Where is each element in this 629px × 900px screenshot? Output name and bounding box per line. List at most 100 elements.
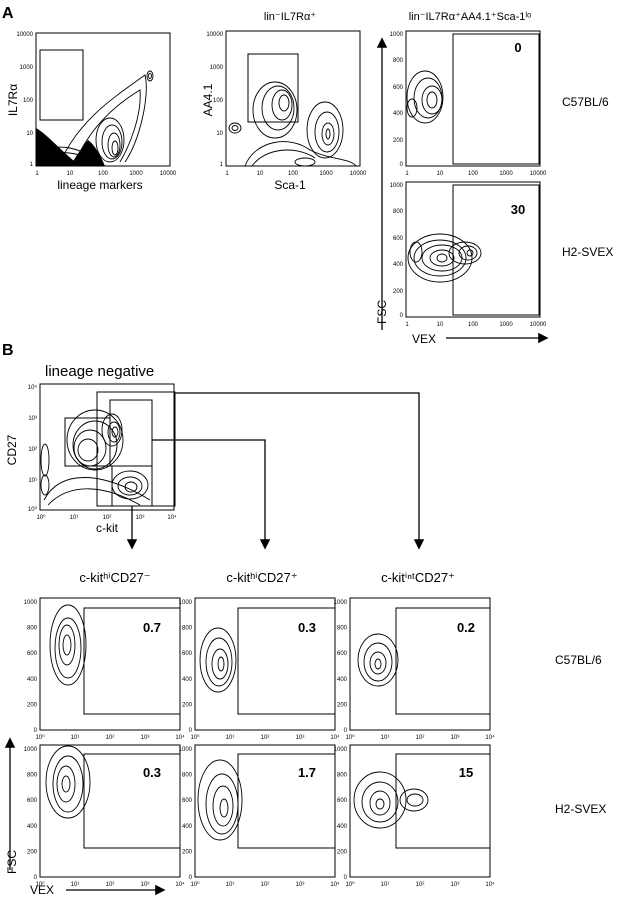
- tick-label-x: 10³: [296, 882, 305, 888]
- tick-label-y: 800: [337, 626, 348, 632]
- svg-text:10: 10: [67, 171, 74, 177]
- gate-connector-arrows: [126, 392, 425, 550]
- tick-label-x: 10³: [451, 735, 460, 741]
- svg-text:1000: 1000: [390, 32, 404, 38]
- panel-a-fsc-label: FSC: [375, 300, 389, 324]
- tick-label-y: 0: [189, 875, 193, 881]
- tick-label-y: 200: [182, 702, 193, 708]
- svg-text:200: 200: [393, 138, 404, 144]
- svg-text:0: 0: [400, 162, 404, 168]
- svg-text:1: 1: [405, 322, 409, 328]
- svg-text:800: 800: [393, 209, 404, 215]
- svg-text:1000: 1000: [499, 322, 513, 328]
- tick-label-x: 10²: [416, 882, 425, 888]
- tick-label-x: 10²: [416, 735, 425, 741]
- tick-label-x: 10⁰: [35, 881, 45, 888]
- gate-ckit-hi-cd27-pos: [109, 399, 153, 467]
- svg-text:1: 1: [225, 171, 229, 177]
- plot-a1-xlabel: lineage markers: [57, 178, 142, 192]
- tick-label-y: 400: [27, 677, 38, 683]
- tick-label-y: 800: [27, 773, 38, 779]
- tick-label-y: 600: [27, 798, 38, 804]
- tick-label-x: 10³: [296, 735, 305, 741]
- svg-text:10: 10: [216, 131, 223, 137]
- tick-label-x: 10²: [261, 735, 270, 741]
- svg-text:10000: 10000: [350, 171, 367, 177]
- svg-text:1: 1: [35, 171, 39, 177]
- tick-label-x: 10⁴: [485, 734, 495, 741]
- svg-text:1000: 1000: [210, 65, 224, 71]
- svg-text:10000: 10000: [530, 171, 547, 177]
- tick-label-x: 10¹: [381, 882, 390, 888]
- svg-text:100: 100: [288, 171, 299, 177]
- col1-title: c-kitʰⁱCD27⁻: [79, 570, 150, 585]
- tick-label-x: 10²: [261, 882, 270, 888]
- tick-label-y: 400: [182, 677, 193, 683]
- tick-label-x: 10³: [141, 735, 150, 741]
- tick-label-y: 600: [182, 798, 193, 804]
- svg-text:10000: 10000: [160, 171, 177, 177]
- svg-text:400: 400: [393, 262, 404, 268]
- col3-title: c-kitⁱⁿᵗCD27⁺: [381, 570, 455, 585]
- svg-text:400: 400: [393, 111, 404, 117]
- tick-label-x: 10¹: [71, 882, 80, 888]
- tick-label-y: 200: [182, 849, 193, 855]
- col1-top-value: 0.7: [143, 620, 161, 635]
- tick-label-y: 1000: [179, 600, 193, 606]
- gate-vex-pos-a-bottom: [452, 184, 540, 316]
- tick-label-y: 0: [34, 875, 38, 881]
- plot-b-xlabel: c-kit: [96, 521, 119, 535]
- svg-text:10⁰: 10⁰: [28, 506, 38, 513]
- tick-label-y: 400: [27, 824, 38, 830]
- tick-label-y: 600: [27, 651, 38, 657]
- plot-aa41-vs-sca1: lin⁻IL7Rα⁺ 10000 1000 100 10 1 1: [201, 11, 367, 192]
- tick-label-y: 0: [344, 728, 348, 734]
- gate-vex-pos-a-top: [452, 33, 540, 165]
- tick-label-x: 10⁰: [345, 734, 355, 741]
- tick-label-x: 10²: [106, 882, 115, 888]
- svg-text:10²: 10²: [28, 447, 37, 453]
- svg-text:10²: 10²: [103, 515, 112, 521]
- panel-b-fsc-label: FSC: [5, 850, 19, 874]
- tick-label-y: 800: [182, 626, 193, 632]
- col2-top-value: 0.3: [298, 620, 316, 635]
- gate-il7ra-pos: [39, 49, 84, 121]
- panel-b-tick-labels: 0 200 400 600 800 1000 10⁰ 10¹ 10² 10³ 10⁴ 0 200 400 6…: [24, 600, 495, 888]
- plot-b-r1-c2: 0.3: [194, 597, 336, 731]
- tick-label-y: 800: [337, 773, 348, 779]
- col1-bottom-value: 0.3: [143, 765, 161, 780]
- svg-text:10000: 10000: [16, 32, 33, 38]
- svg-text:10000: 10000: [530, 322, 547, 328]
- panel-b-vex-label: VEX: [30, 883, 54, 897]
- panel-b-gate-title: lineage negative: [45, 363, 154, 380]
- plot-a2-title: lin⁻IL7Rα⁺: [264, 11, 316, 23]
- svg-text:1000: 1000: [129, 171, 143, 177]
- plot-a2-xlabel: Sca-1: [274, 178, 306, 192]
- col2-bottom-value: 1.7: [298, 765, 316, 780]
- plot-a2-xticks: 1 10 100 1000 10000: [225, 171, 367, 177]
- svg-text:1000: 1000: [499, 171, 513, 177]
- plot-a1-dense-region: [36, 128, 80, 166]
- panel-b-label: B: [2, 342, 14, 359]
- tick-label-x: 10¹: [381, 735, 390, 741]
- plot-a3-bottom: 30 1000 800 600 400 200 0 1 10 100 1000 …: [390, 181, 547, 328]
- plot-a3-top: 0 1000 800 600 400 200 0 1 10 100 1000 1…: [390, 30, 547, 177]
- svg-text:1000: 1000: [390, 183, 404, 189]
- svg-text:1: 1: [220, 162, 224, 168]
- tick-label-y: 200: [27, 702, 38, 708]
- tick-label-x: 10⁴: [175, 734, 185, 741]
- svg-text:0: 0: [400, 313, 404, 319]
- svg-text:600: 600: [393, 236, 404, 242]
- tick-label-y: 1000: [24, 600, 38, 606]
- tick-label-x: 10¹: [226, 735, 235, 741]
- panel-b-strain-top: C57BL/6: [555, 653, 602, 667]
- tick-label-x: 10³: [451, 882, 460, 888]
- panel-a-vex-label: VEX: [412, 332, 436, 346]
- svg-text:10¹: 10¹: [70, 515, 79, 521]
- svg-text:1000: 1000: [20, 65, 34, 71]
- tick-label-x: 10⁰: [190, 881, 200, 888]
- tick-label-y: 1000: [179, 747, 193, 753]
- svg-text:10: 10: [437, 322, 444, 328]
- plot-b-r2-c1: 0.3: [39, 744, 181, 878]
